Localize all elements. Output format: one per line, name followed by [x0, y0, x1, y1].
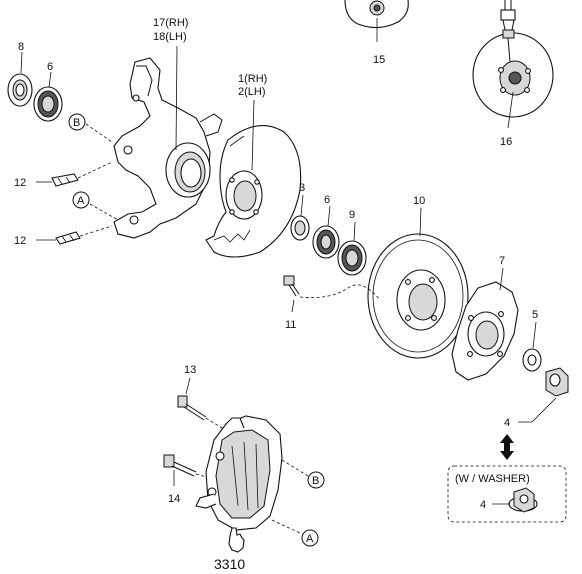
part-8-oil-seal [7, 51, 33, 107]
ref-b-bottom: B [312, 475, 319, 487]
ref-a-bottom-leader [271, 519, 303, 535]
hand-pointer-icon [228, 527, 245, 553]
washer-box-label: (W / WASHER) [455, 473, 530, 485]
part-13-caliper-bolt [177, 377, 223, 429]
callout-4: 4 [504, 417, 510, 429]
part-6-bearing-left [33, 71, 63, 122]
double-arrow-icon [500, 434, 514, 460]
part-5-washer [522, 321, 542, 372]
part-3-oil-seal [290, 194, 310, 241]
callout-18-lh: 18(LH) [153, 31, 187, 43]
brake-caliper [195, 415, 283, 531]
ref-a-top: A [77, 195, 85, 207]
ref-b-bottom-leader [281, 459, 309, 477]
ref-a-top-leader [89, 203, 119, 221]
ref-b-top-circle [68, 113, 86, 131]
ref-a-bottom-circle [301, 529, 319, 547]
washer-variant-box [447, 465, 567, 523]
ref-b-top-leader [85, 123, 113, 143]
part-17-18-steering-knuckle [113, 45, 223, 239]
part-6-bearing-right [312, 205, 340, 259]
part-14-caliper-bolt [163, 454, 211, 486]
callout-12-lower: 12 [14, 235, 26, 247]
callout-6-left: 6 [47, 61, 53, 73]
callout-14: 14 [168, 493, 180, 505]
ref-b-top: B [73, 117, 80, 129]
ref-a-bottom: A [306, 533, 314, 545]
callout-17-rh: 17(RH) [153, 17, 188, 29]
part-4-nut-with-washer [492, 487, 538, 513]
part-9-bearing [337, 221, 367, 276]
callout-1-rh: 1(RH) [238, 73, 267, 85]
callout-8: 8 [18, 41, 24, 53]
callout-16: 16 [500, 136, 512, 148]
callout-9: 9 [349, 209, 355, 221]
callout-13: 13 [184, 364, 196, 376]
part-15-disc [344, 0, 409, 42]
callout-15: 15 [373, 54, 385, 66]
callout-7: 7 [499, 255, 505, 267]
ref-b-bottom-circle [307, 471, 325, 489]
part-7-wheel-hub [451, 267, 519, 381]
part-10-brake-disc [367, 207, 469, 359]
callout-6-right: 6 [324, 194, 330, 206]
ref-a-top-circle [72, 191, 90, 209]
callout-2-lh: 2(LH) [238, 86, 266, 98]
part-12-clip-upper [36, 161, 113, 187]
callout-12-upper: 12 [14, 177, 26, 189]
figure-number: 3310 [214, 556, 245, 572]
callout-11: 11 [285, 319, 296, 331]
part-11-bolt [283, 275, 381, 313]
callout-3: 3 [299, 182, 305, 194]
callout-10: 10 [413, 195, 425, 207]
callout-4-washer: 4 [480, 499, 486, 511]
part-12-clip-lower [36, 225, 113, 245]
callout-5: 5 [532, 309, 538, 321]
part-4-nut [518, 367, 569, 423]
part-16-assembly [472, 0, 554, 129]
part-1-2-dust-cover [205, 99, 302, 258]
